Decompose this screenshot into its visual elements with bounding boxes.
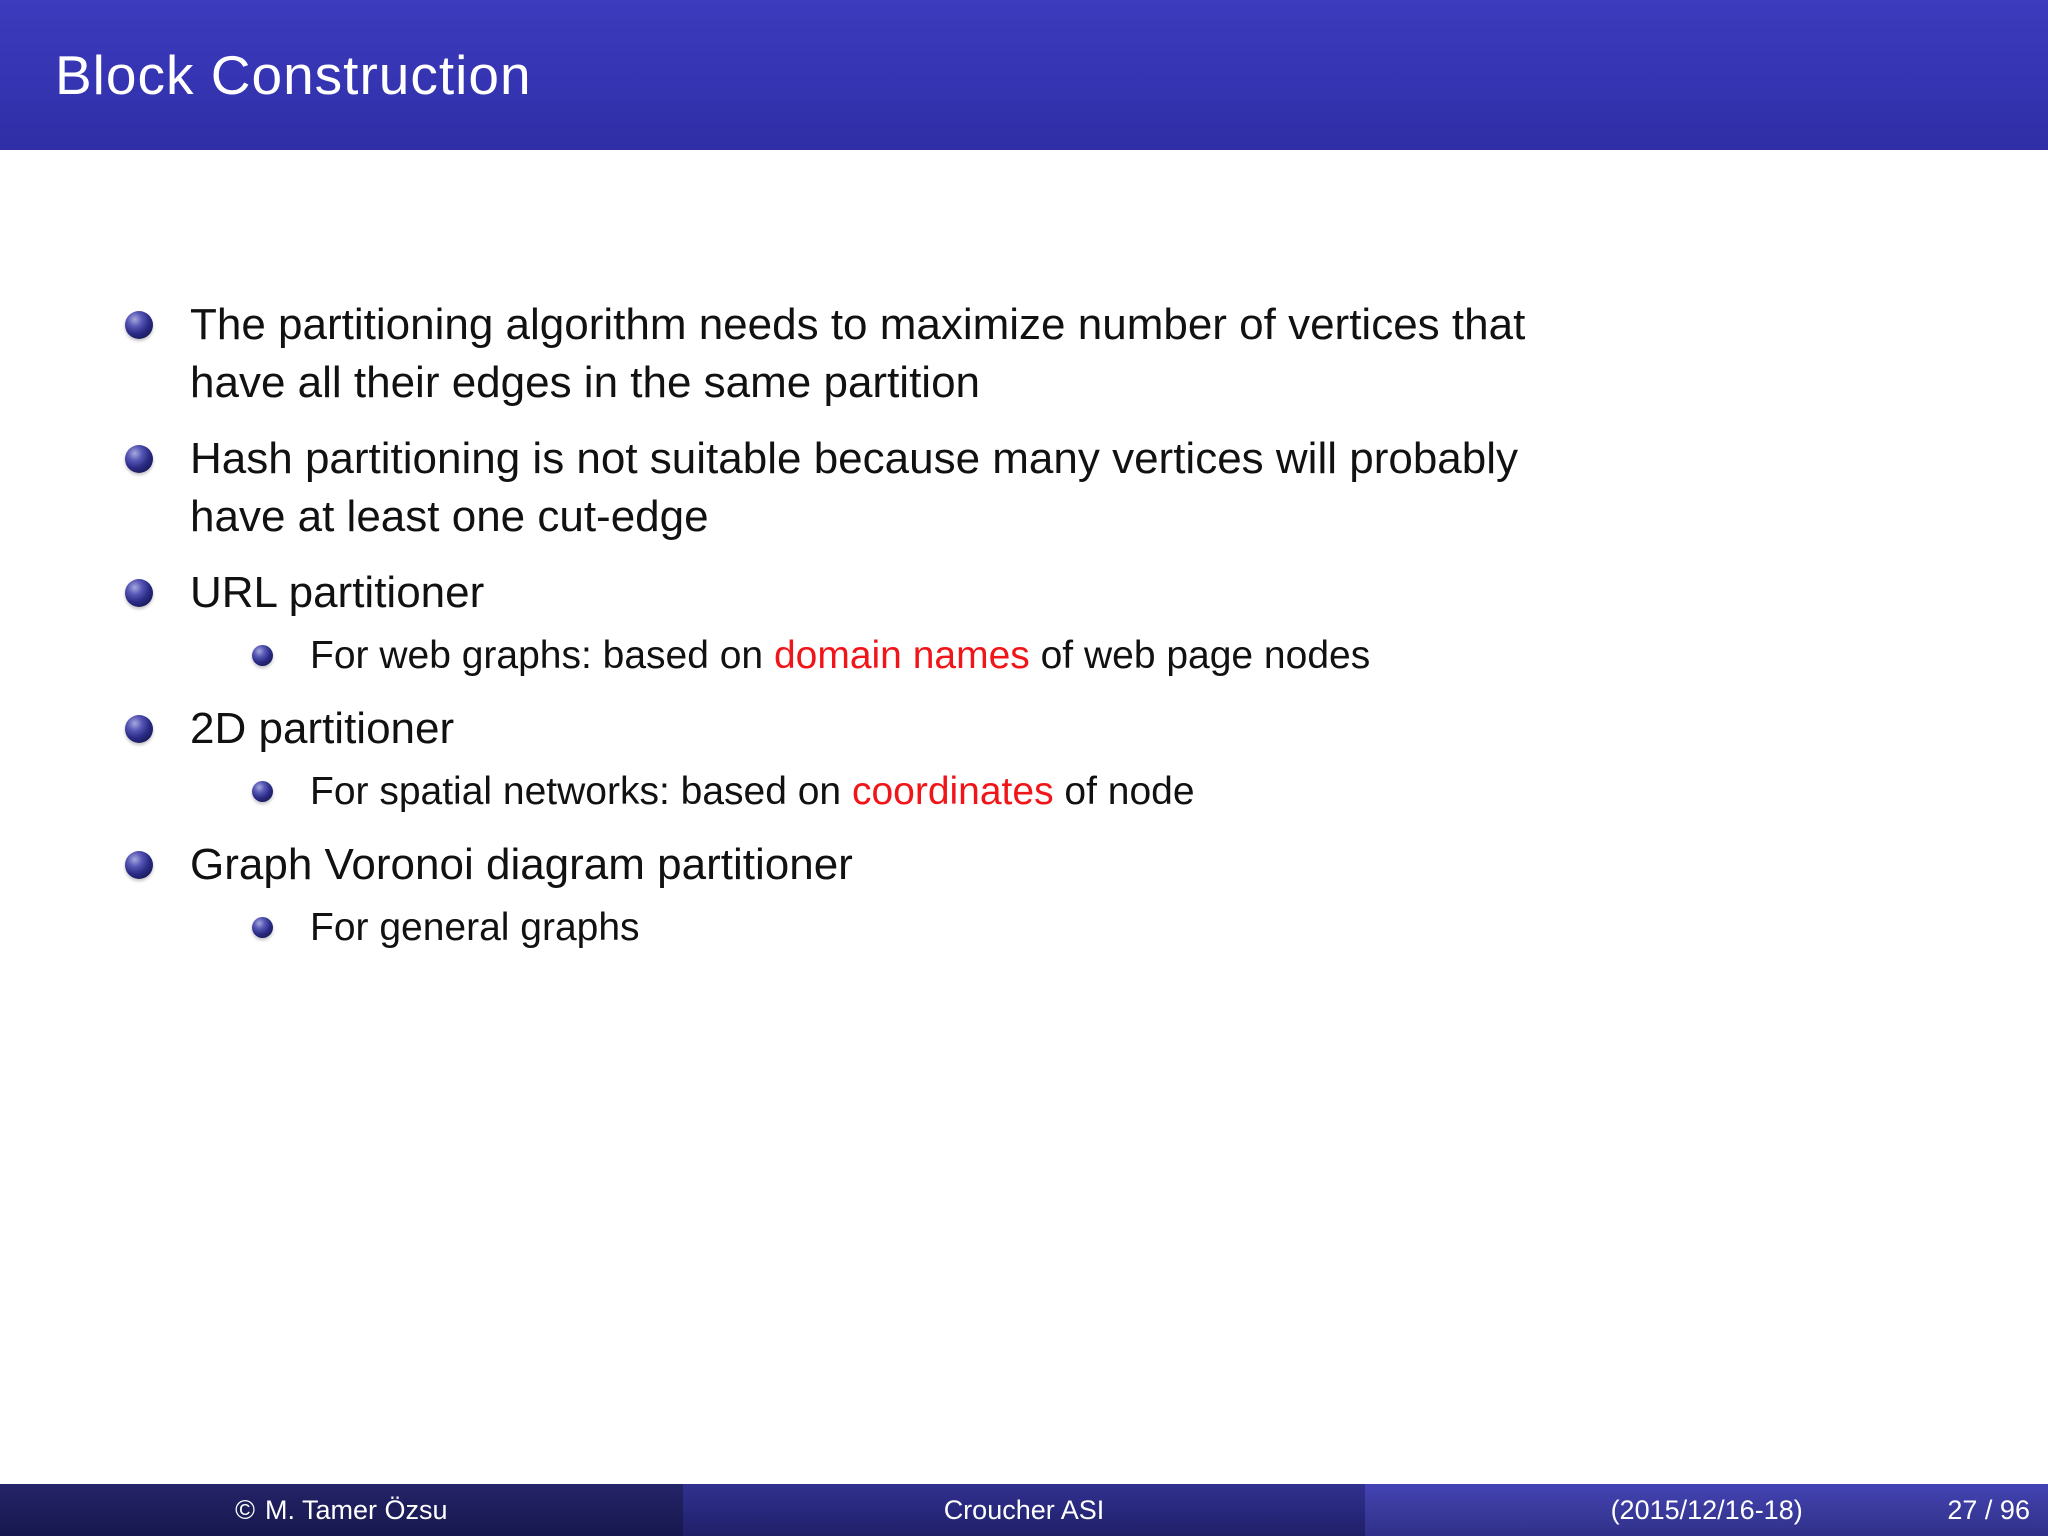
bullet-text: The partitioning algorithm needs to maxi… [190,300,1526,407]
bullet-item: Hash partitioning is not suitable becaus… [0,430,2048,546]
slide-header-bar: Block Construction [0,0,2048,150]
copyright-icon: © [235,1495,255,1525]
bullet-sphere-icon [125,715,153,743]
footer-bar: © M. Tamer Özsu Croucher ASI (2015/12/16-… [0,1484,2048,1536]
footer-venue: Croucher ASI [943,1495,1105,1525]
sub-bullet-item: For web graphs: based on domain names of… [0,630,2048,682]
bullet-text: For general graphs [310,906,640,949]
footer-author-segment: © M. Tamer Özsu [0,1484,683,1536]
bullet-item: The partitioning algorithm needs to maxi… [0,296,2048,412]
bullet-text: URL partitioner [190,568,485,617]
bullet-sphere-icon [252,645,273,666]
bullet-sphere-icon [125,445,153,473]
bullet-text: 2D partitioner [190,704,455,753]
bullet-item: 2D partitioner [0,700,2048,758]
footer-venue-segment: Croucher ASI [682,1484,1366,1536]
bullet-sphere-icon [125,311,153,339]
footer-page-number: 27 / 96 [1947,1495,2030,1525]
bullet-item: Graph Voronoi diagram partitioner [0,836,2048,894]
bullet-sphere-icon [125,579,153,607]
red-emphasis: domain names [773,634,1030,677]
sub-bullet-item: For spatial networks: based on coordinat… [0,766,2048,818]
bullet-sphere-icon [252,917,273,938]
bullet-text: Graph Voronoi diagram partitioner [190,840,853,889]
slide-title: Block Construction [55,44,532,106]
footer-date-segment: (2015/12/16-18) 27 / 96 [1365,1484,2048,1536]
bullet-sphere-icon [125,851,153,879]
slide-body: The partitioning algorithm needs to maxi… [0,150,2048,1484]
bullet-sphere-icon [252,781,273,802]
bullet-item: URL partitioner [0,564,2048,622]
sub-bullet-item: For general graphs [0,902,2048,954]
bullet-text: Hash partitioning is not suitable becaus… [190,434,1519,541]
footer-date: (2015/12/16-18) [1610,1495,1803,1525]
bullet-text: For web graphs: based on domain names of… [310,634,1371,677]
red-emphasis: coordinates [851,770,1054,813]
bullet-text: For spatial networks: based on coordinat… [310,770,1195,813]
footer-author: M. Tamer Özsu [265,1495,448,1525]
bullet-list: The partitioning algorithm needs to maxi… [0,296,2048,954]
